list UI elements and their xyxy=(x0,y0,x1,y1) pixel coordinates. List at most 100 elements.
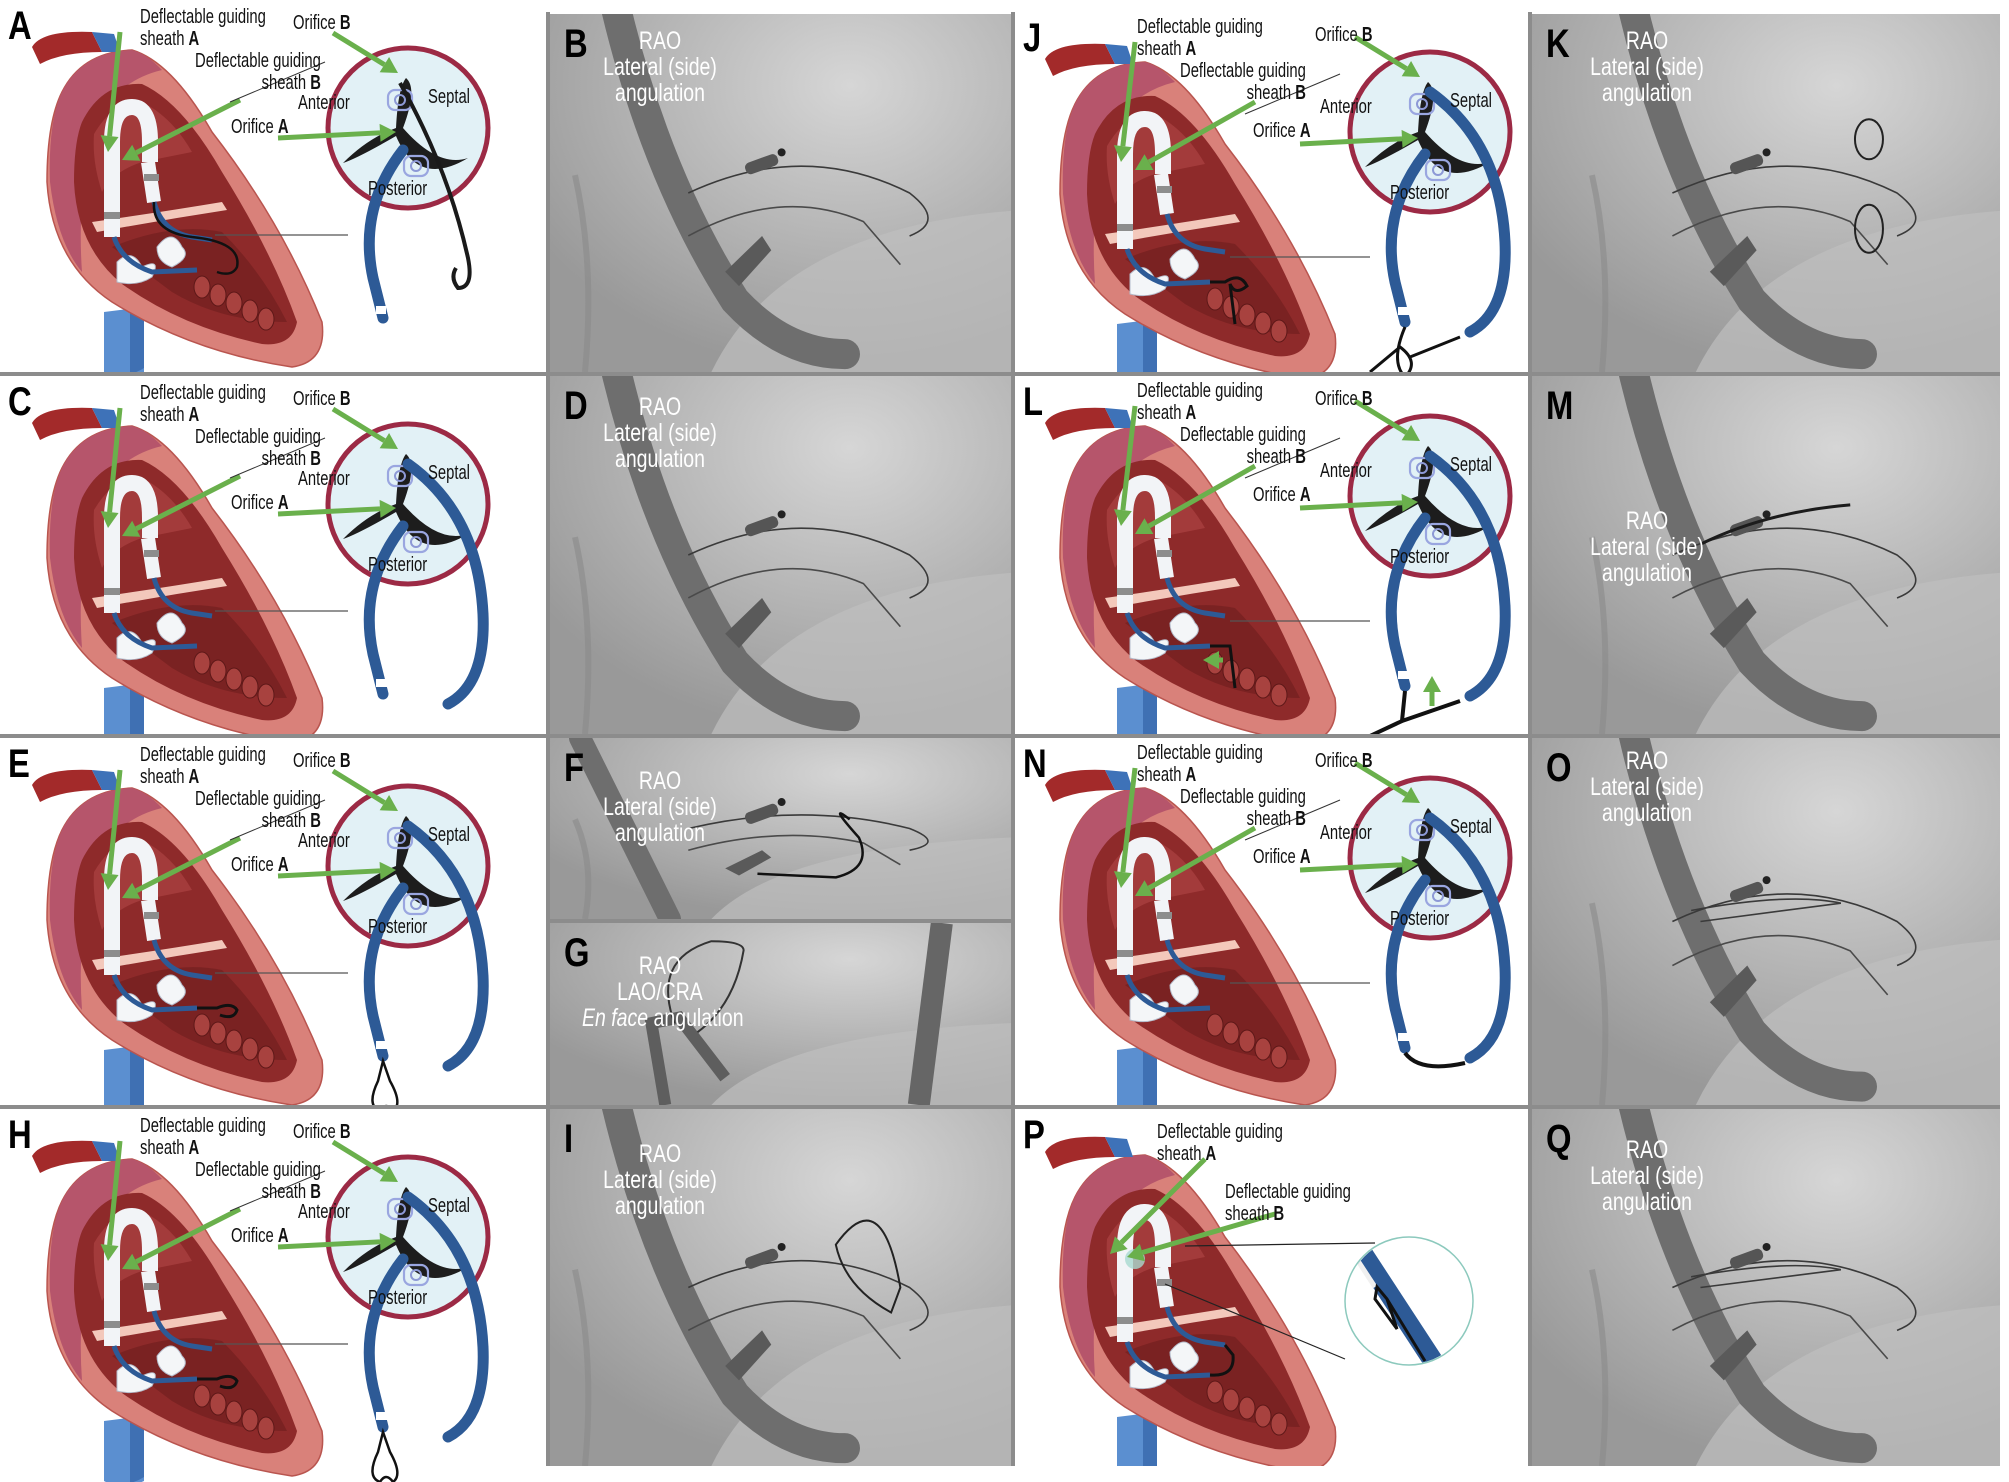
clip-device-2 xyxy=(725,1330,772,1381)
sheath-a-letter: A xyxy=(1205,1143,1217,1165)
catheter-a-inner xyxy=(111,236,198,275)
posterior-label: Posterior xyxy=(368,1287,427,1309)
view-label-line: Lateral (side) xyxy=(603,793,717,821)
arrow-head xyxy=(1423,676,1441,692)
panel-letter: F xyxy=(564,746,585,790)
trabecula xyxy=(1270,1412,1288,1436)
anterior-label: Anterior xyxy=(298,830,350,852)
sheath-a-letter: A xyxy=(188,766,200,788)
orifice-a-label: Orifice A xyxy=(231,492,289,514)
arrow-shaft xyxy=(1120,405,1138,511)
sheath-a-line1: Deflectable guiding xyxy=(140,744,266,766)
catheter-b-inner xyxy=(1164,939,1226,981)
arrow-sheath-a xyxy=(1113,767,1138,888)
diagram-svg xyxy=(1045,398,1513,734)
snared-wire xyxy=(1699,503,1851,546)
heart-wall-left xyxy=(49,426,162,648)
view-label-line: Lateral (side) xyxy=(603,419,717,447)
catheter-b-inner xyxy=(151,1310,213,1352)
orifice-a-label: Orifice A xyxy=(231,1225,289,1247)
trabecula xyxy=(1254,675,1272,699)
arrow-head xyxy=(1113,871,1132,888)
sheath-a-line2: sheath xyxy=(140,1137,189,1159)
orifice-a-letter: A xyxy=(1299,484,1311,506)
catheter-a-tube xyxy=(363,1253,409,1433)
ivc-shade xyxy=(1143,683,1157,734)
view-label-line: angulation xyxy=(614,445,705,473)
arrow-head xyxy=(1135,880,1154,896)
view-label-line: angulation xyxy=(1601,1188,1692,1216)
trabecula xyxy=(193,651,211,675)
sheath-b-line2: sheath xyxy=(1225,1203,1274,1225)
sheath-b-label: Deflectable guiding sheath B xyxy=(1180,424,1306,468)
anterior-label: Anterior xyxy=(1320,460,1372,482)
valve-ring xyxy=(325,783,491,949)
posterior-text: Posterior xyxy=(368,1287,428,1309)
clip-device-1-tip xyxy=(777,148,786,157)
commissure-shape xyxy=(343,454,468,545)
svc-top xyxy=(92,32,120,52)
arrow-head xyxy=(1401,129,1418,148)
orifice-a-icon xyxy=(386,88,414,112)
sheath-b xyxy=(141,1269,161,1313)
valve-en-face-view xyxy=(325,45,491,211)
wire-b xyxy=(1672,934,1889,996)
sheath-a-line1: Deflectable guiding xyxy=(140,1115,266,1137)
orifice-a-icon xyxy=(386,464,414,488)
view-label-line: RAO xyxy=(638,27,682,55)
arrow-head xyxy=(1135,518,1154,534)
orifice-ring xyxy=(1432,164,1444,176)
arrow-shaft xyxy=(277,506,381,517)
trabecula xyxy=(1238,667,1256,691)
septal-label: Septal xyxy=(1450,816,1492,838)
arrow-head xyxy=(100,1244,119,1261)
col-divider-1 xyxy=(546,12,550,1466)
sheath-b-line2: sheath xyxy=(261,448,311,470)
catheter-a-tube xyxy=(363,144,409,324)
sheath-b-line1: Deflectable guiding xyxy=(195,426,321,448)
snare-loop xyxy=(197,1374,239,1390)
orifice-a-text: Orifice xyxy=(231,1225,278,1247)
arrow-shaft xyxy=(1147,99,1257,165)
orifice-b-letter: B xyxy=(1361,388,1373,410)
background-lead xyxy=(572,1268,592,1466)
sheath-b-label: Deflectable guiding sheath B xyxy=(1180,60,1306,104)
arrow-head xyxy=(379,1165,398,1182)
wire-a xyxy=(1672,1259,1917,1332)
orifice-ring xyxy=(1432,528,1444,540)
valve-en-face-view xyxy=(325,1154,491,1320)
indent xyxy=(1218,808,1247,830)
valve-leaflet xyxy=(1129,1360,1169,1390)
background-lead xyxy=(572,536,592,734)
trabecula xyxy=(1270,319,1288,343)
clip-device-2 xyxy=(725,850,772,876)
arrow-shaft xyxy=(135,97,242,155)
catheter-a-tube xyxy=(1385,148,1431,328)
clip-device-1-tip xyxy=(777,1242,786,1251)
catheter-external xyxy=(1385,812,1511,1069)
arrow-sheath-a xyxy=(1113,405,1138,526)
panel-letter: D xyxy=(564,384,588,428)
col-divider-2 xyxy=(1011,12,1015,1466)
svc-top xyxy=(92,408,120,428)
trabecula xyxy=(241,1037,259,1061)
arrow-shaft xyxy=(1353,398,1408,435)
arrow-head xyxy=(122,520,141,537)
arrow-shaft xyxy=(1147,463,1257,529)
sheath-a-line2: sheath xyxy=(140,28,189,50)
ivc-shade xyxy=(130,683,144,734)
anterior-text: Anterior xyxy=(1320,460,1372,482)
magnified-inset xyxy=(1344,1236,1474,1366)
valve-leaflet xyxy=(116,255,156,285)
valve-leaflet xyxy=(1169,974,1199,1006)
orifice-a-text: Orifice xyxy=(231,854,278,876)
sheath-a-line2: sheath xyxy=(1137,402,1186,424)
snare-loop-upper xyxy=(1853,118,1884,161)
svc-top xyxy=(1105,408,1133,428)
sheath-a-marker xyxy=(104,950,120,957)
